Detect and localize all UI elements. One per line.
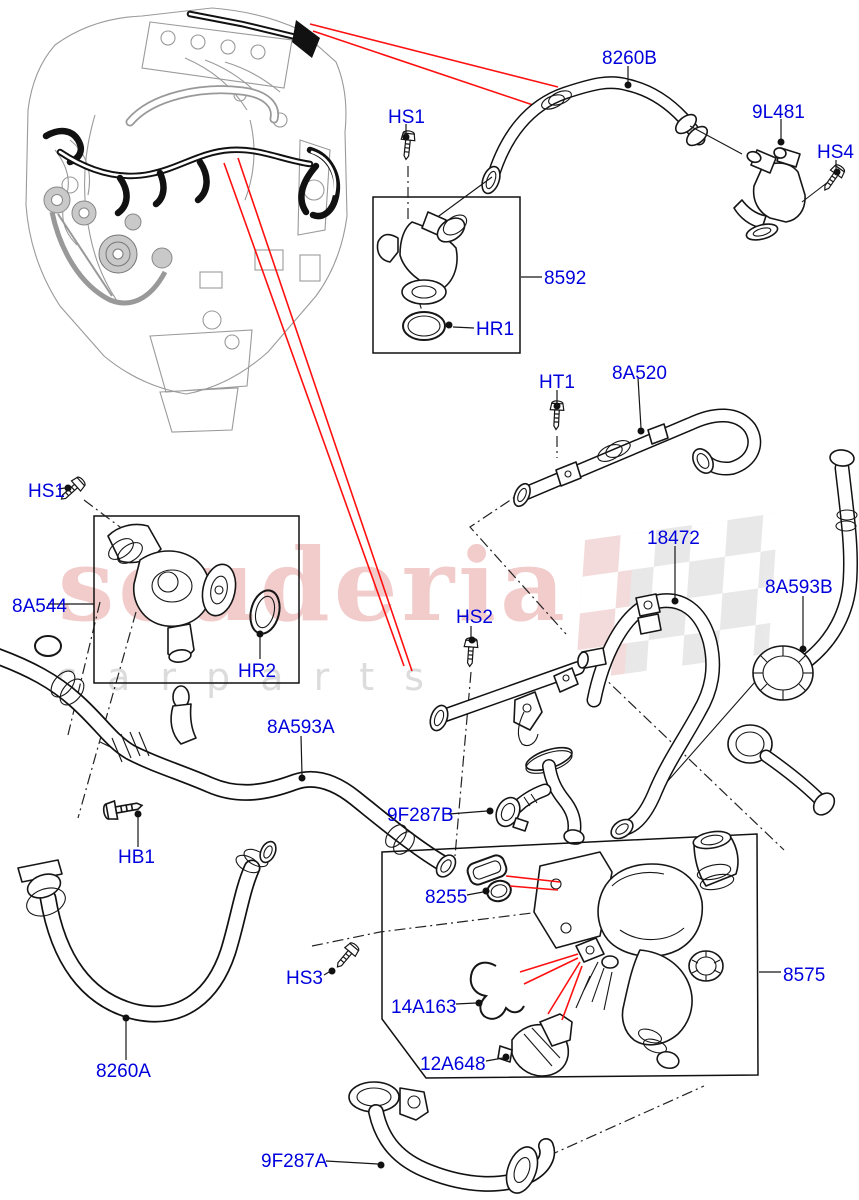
watermark: scuderia c a r p a r t s	[56, 512, 779, 699]
part-label-18472[interactable]: 18472	[647, 528, 700, 549]
part-label-8592[interactable]: 8592	[544, 268, 586, 289]
gasket-8255	[466, 854, 512, 903]
clip-14a163	[469, 961, 525, 1020]
part-label-hr1[interactable]: HR1	[476, 319, 514, 340]
part-label-14a163[interactable]: 14A163	[391, 997, 457, 1018]
part-9l481-drawing	[689, 125, 829, 241]
hose-8a593b-drawing	[727, 449, 859, 816]
clamp-loop	[34, 635, 62, 657]
part-label-8a520[interactable]: 8A520	[612, 363, 667, 384]
pipe-9f287b-drawing	[495, 746, 585, 845]
part-label-8a593a[interactable]: 8A593A	[267, 717, 335, 738]
part-label-12a648[interactable]: 12A648	[420, 1054, 486, 1075]
part-label-9l481[interactable]: 9L481	[752, 102, 805, 123]
part-label-8a593b[interactable]: 8A593B	[765, 577, 833, 598]
engine-illustration	[25, 7, 348, 433]
part-label-ht1[interactable]: HT1	[539, 372, 575, 393]
part-label-8260a[interactable]: 8260A	[96, 1061, 151, 1082]
part-label-hb1[interactable]: HB1	[118, 847, 155, 868]
part-label-hr2[interactable]: HR2	[238, 661, 276, 682]
watermark-checkered-flag	[575, 512, 779, 681]
pipe-and-hose-18472-drawing	[429, 593, 785, 857]
bolt-hs3	[331, 940, 362, 972]
hose-8260a-drawing	[17, 840, 277, 1023]
assembly-8a544	[83, 499, 300, 684]
sensor-12a648	[497, 1013, 573, 1077]
part-label-8575[interactable]: 8575	[783, 965, 825, 986]
part-label-8260b[interactable]: 8260B	[602, 48, 657, 69]
hose-8a593a-drawing	[0, 601, 457, 878]
part-label-hs2[interactable]: HS2	[456, 607, 493, 628]
red-callout-lines	[223, 23, 559, 672]
o-ring-hr1	[402, 311, 446, 341]
red-pointers-8575	[505, 875, 583, 1021]
part-label-hs1-top[interactable]: HS1	[388, 107, 425, 128]
part-label-hs3[interactable]: HS3	[286, 968, 323, 989]
part-label-8a544[interactable]: 8A544	[12, 596, 67, 617]
leader-lines	[48, 66, 841, 1169]
bolt-hb1	[101, 795, 145, 822]
part-label-9f287b[interactable]: 9F287B	[387, 805, 454, 826]
assembly-8575	[311, 830, 759, 1079]
hose-9f287a-drawing	[348, 1081, 705, 1194]
hose-8260b-drawing	[427, 76, 709, 225]
part-label-hs1-left[interactable]: HS1	[28, 481, 65, 502]
part-labels: HS1 8260B 9L481 HS4 8592 HR1 HT1 8A520 H…	[12, 48, 854, 1172]
tube-8a520-drawing	[469, 408, 762, 635]
bolt-hs4	[818, 162, 848, 195]
part-label-9f287a[interactable]: 9F287A	[261, 1151, 328, 1172]
part-label-hs4[interactable]: HS4	[817, 142, 854, 163]
assembly-8592	[372, 166, 521, 354]
part-label-8255[interactable]: 8255	[425, 887, 467, 908]
